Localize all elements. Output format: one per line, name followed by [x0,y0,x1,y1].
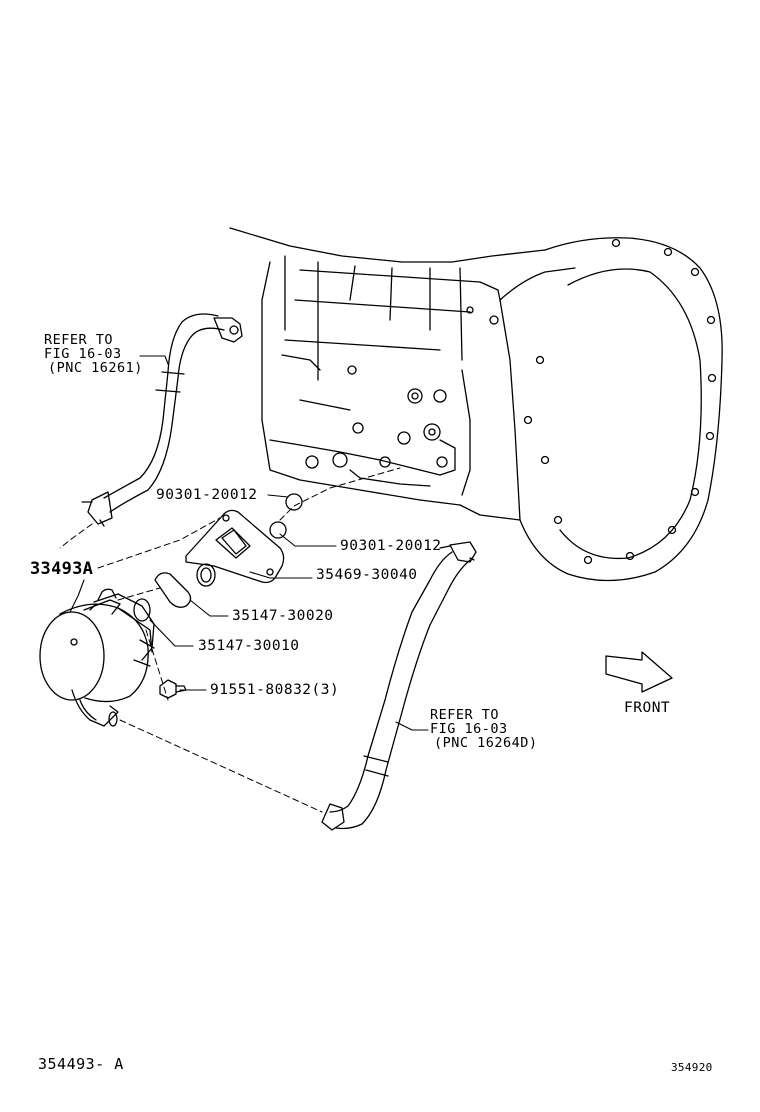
illustration-code: 354493- A [38,1055,124,1073]
reference-upper-line1: REFER TO [44,332,114,348]
o-ring-90301-20012-upper [285,493,303,511]
front-label: FRONT [624,700,671,716]
part-number-90301-20012-lower: 90301-20012 [340,538,442,554]
part-number-35147-30010: 35147-30010 [198,638,300,654]
reference-lower-line2: FIG 16-03 [430,721,508,737]
part-number-33493A: 33493A [30,559,94,579]
o-rings [133,493,303,622]
lower-oil-cooler-hose [321,541,477,831]
reference-lower-line3: (PNC 16264D) [434,735,538,751]
part-number-90301-20012-upper: 90301-20012 [156,487,258,503]
reference-upper-line2: FIG 16-03 [44,346,122,362]
oil-cooler [39,588,155,727]
bolt [159,679,187,699]
o-ring-35147-30010 [133,598,151,622]
alignment-lines [59,467,401,813]
leader-lines [69,355,429,731]
o-ring-90301-20012-lower [269,521,287,539]
o-ring-35147-30020 [154,572,192,608]
part-number-35469-30040: 35469-30040 [316,567,418,583]
front-direction-arrow [605,651,673,693]
part-number-35147-30020: 35147-30020 [232,608,334,624]
upper-oil-cooler-hose [81,313,243,527]
reference-lower-line1: REFER TO [430,707,500,723]
transmission-case [229,227,723,582]
reference-upper-line3: (PNC 16261) [48,360,143,376]
adapter-plate [185,509,285,587]
part-number-91551-80832: 91551-80832(3) [210,682,340,698]
figure-number: 354920 [671,1061,713,1074]
